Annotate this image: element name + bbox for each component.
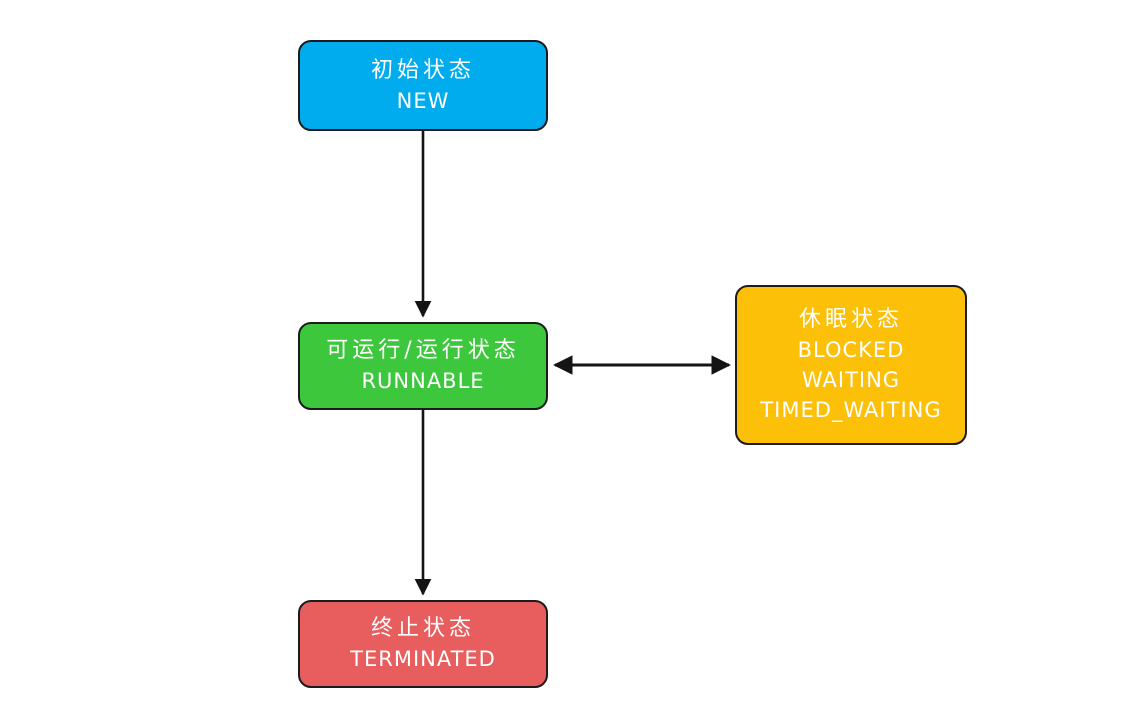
- node-runnable-label-code: RUNNABLE: [361, 369, 485, 393]
- node-new-label-code: NEW: [396, 88, 450, 113]
- node-terminated-label-zh: 终止状态: [370, 616, 475, 641]
- node-sleeping-label-zh: 休眠状态: [798, 307, 903, 332]
- node-new-label-zh: 初始状态: [370, 57, 475, 83]
- node-sleeping-label-timed-waiting: TIMED_WAITING: [760, 398, 942, 422]
- node-sleeping-label-waiting: WAITING: [801, 368, 901, 392]
- node-runnable: 可运行/运行状态 RUNNABLE: [298, 322, 548, 410]
- node-terminated: 终止状态 TERMINATED: [298, 600, 548, 688]
- node-sleeping: 休眠状态 BLOCKED WAITING TIMED_WAITING: [735, 285, 967, 445]
- node-new: 初始状态 NEW: [298, 40, 548, 131]
- node-terminated-label-code: TERMINATED: [350, 647, 496, 671]
- node-sleeping-label-blocked: BLOCKED: [797, 338, 905, 362]
- node-runnable-label-zh: 可运行/运行状态: [326, 338, 520, 363]
